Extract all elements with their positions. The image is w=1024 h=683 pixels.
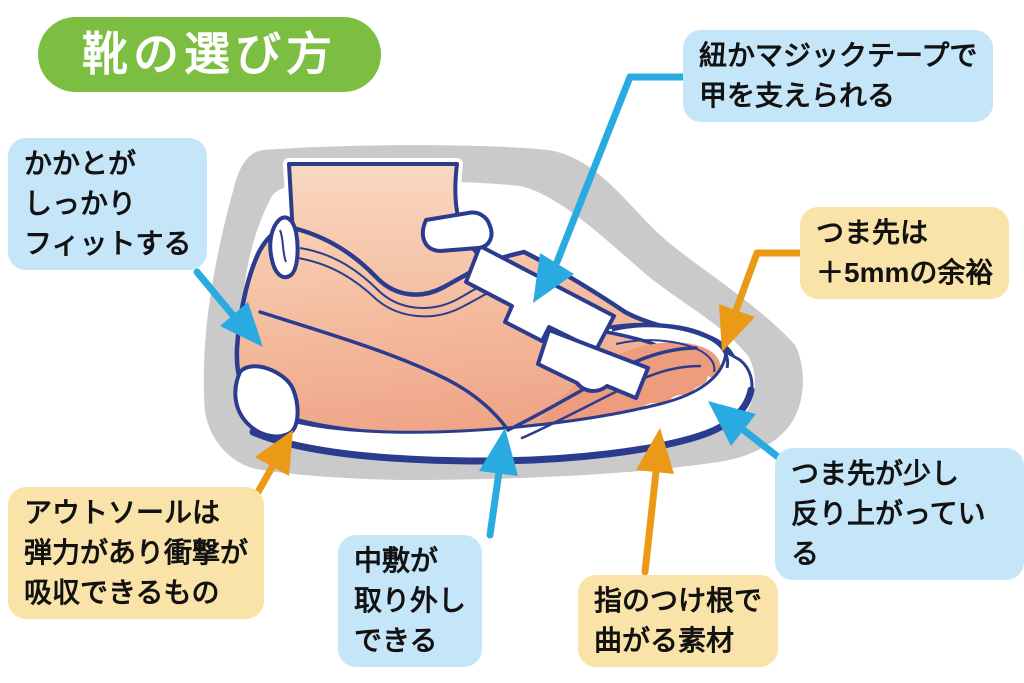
tongue <box>420 210 494 253</box>
callout-insole: 中敷が 取り外し できる <box>338 535 483 667</box>
callout-toe-spring: つま先が少し 反り上がっている <box>775 448 1024 580</box>
callout-ball-flex: 指のつけ根で 曲がる素材 <box>578 575 779 667</box>
blue-arrows <box>193 73 782 539</box>
callout-lacing: 紐かマジックテープで 甲を支えられる <box>683 30 994 122</box>
outsole-arrow <box>254 430 293 496</box>
page-title: 靴の選び方 <box>38 17 381 92</box>
heel-arrow <box>193 268 263 347</box>
insole-arrow <box>479 428 518 539</box>
callout-outsole: アウトソールは 弾力があり衝撃が 吸収できるもの <box>8 487 265 619</box>
ball-flex-arrow <box>636 428 674 576</box>
callout-heel-fit: かかとが しっかり フィットする <box>8 138 208 270</box>
sole <box>233 346 755 465</box>
callout-toe-room: つま先は ＋5mmの余裕 <box>800 207 1010 299</box>
toe-room-arrow <box>719 249 804 352</box>
orange-arrows <box>254 249 804 576</box>
toe-spring-arrow <box>708 401 782 461</box>
velcro-arrow <box>533 73 687 303</box>
